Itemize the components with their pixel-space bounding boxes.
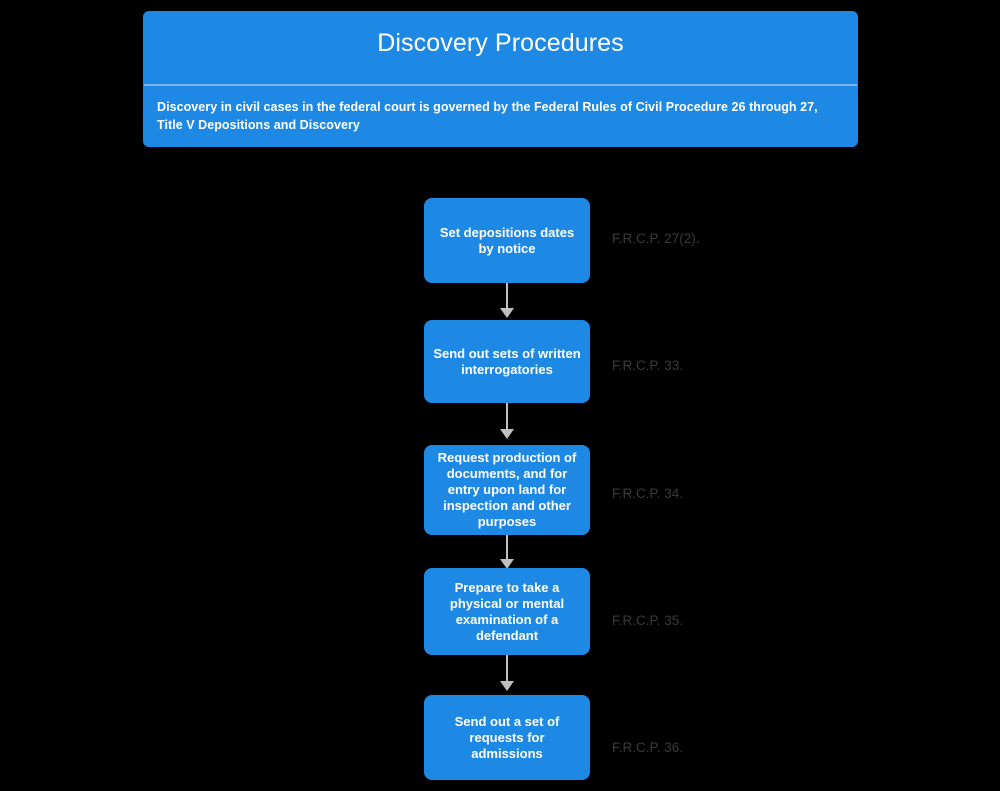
page-title: Discovery Procedures xyxy=(377,29,624,57)
flow-node-1[interactable]: Set depositions dates by notice xyxy=(424,198,590,283)
connector-arrow-3 xyxy=(506,535,508,562)
header-subtitle: Discovery in civil cases in the federal … xyxy=(157,100,818,132)
flow-node-5[interactable]: Send out a set of requests for admission… xyxy=(424,695,590,780)
header-divider xyxy=(144,84,857,86)
header-card: Discovery Procedures Discovery in civil … xyxy=(143,11,858,147)
flow-node-3[interactable]: Request production of documents, and for… xyxy=(424,445,590,535)
flow-node-label: Send out sets of written interrogatories xyxy=(433,345,581,377)
flow-node-label: Request production of documents, and for… xyxy=(437,450,577,529)
flow-node-label: Send out a set of requests for admission… xyxy=(454,713,560,761)
flow-node-4[interactable]: Prepare to take a physical or mental exa… xyxy=(424,568,590,655)
flow-node-2[interactable]: Send out sets of written interrogatories xyxy=(424,320,590,403)
flow-node-reference-3: F.R.C.P. 34. xyxy=(612,486,684,501)
flow-node-reference-2: F.R.C.P. 33. xyxy=(612,358,684,373)
connector-arrow-2 xyxy=(506,403,508,432)
arrowhead-icon-1 xyxy=(500,308,514,318)
arrowhead-icon-3 xyxy=(500,559,514,569)
flow-node-label: Set depositions dates by notice xyxy=(439,224,575,256)
flow-node-reference-4: F.R.C.P. 35. xyxy=(612,613,684,628)
arrowhead-icon-4 xyxy=(500,681,514,691)
flow-node-reference-1: F.R.C.P. 27(2). xyxy=(612,231,700,246)
connector-arrow-1 xyxy=(506,283,508,311)
flow-node-label: Prepare to take a physical or mental exa… xyxy=(449,579,565,643)
connector-arrow-4 xyxy=(506,655,508,684)
flow-node-reference-5: F.R.C.P. 36. xyxy=(612,740,684,755)
arrowhead-icon-2 xyxy=(500,429,514,439)
